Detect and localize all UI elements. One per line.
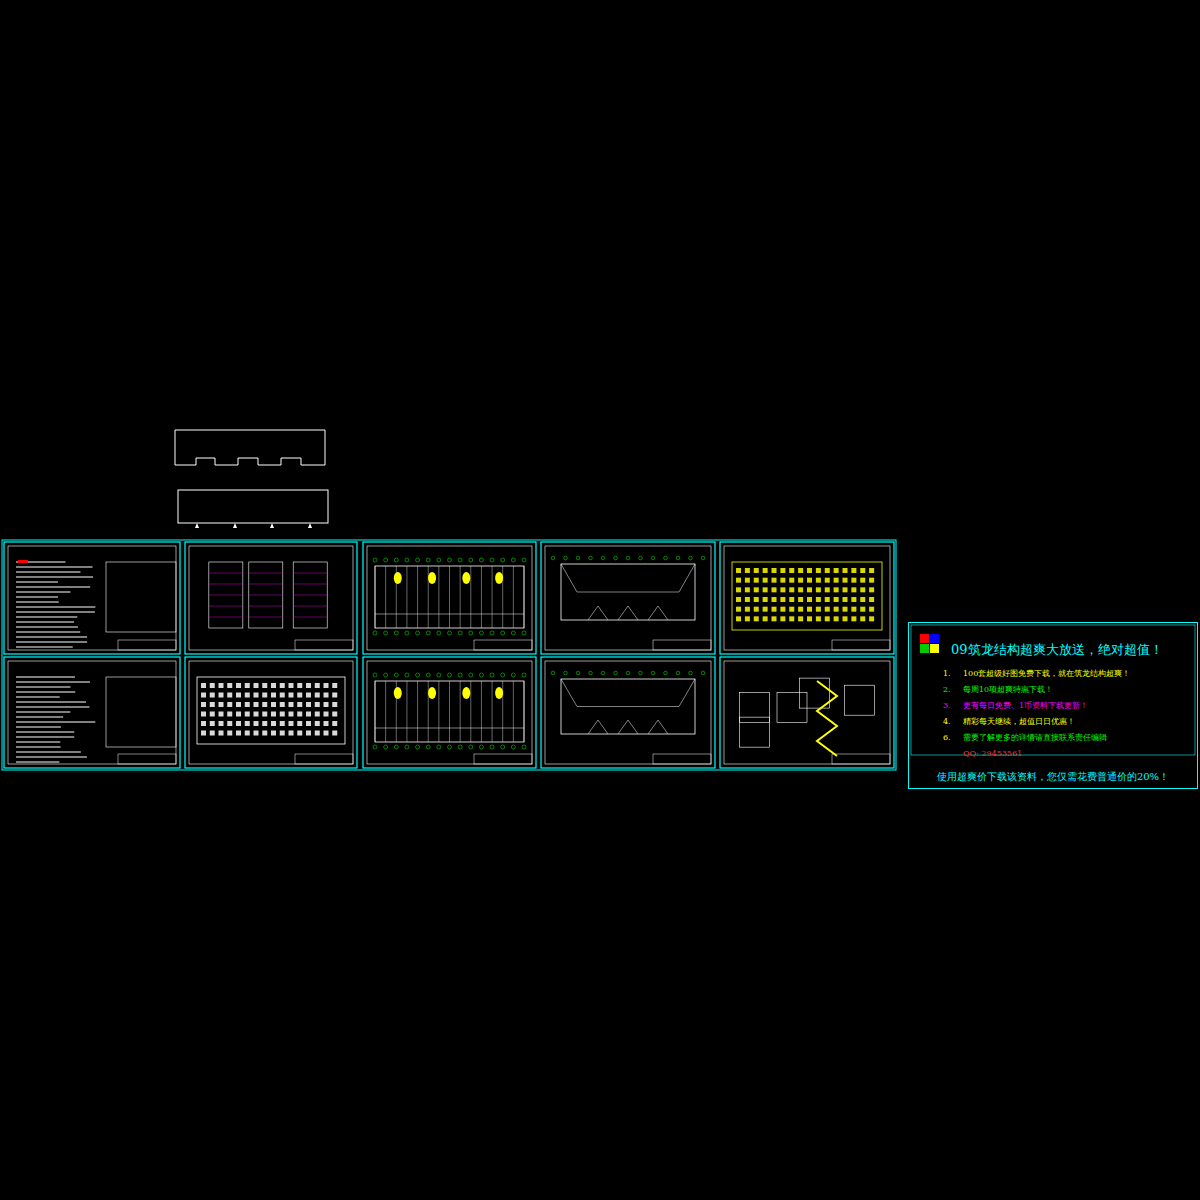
drawing-sheet [720, 657, 894, 768]
drawing-sheet [720, 542, 894, 654]
item-text: 100套超级好图免费下载，就在筑龙结构超爽！ [963, 668, 1130, 679]
axis-mark [195, 523, 199, 528]
ad-inner-border [911, 625, 1195, 755]
item-text: 需要了解更多的详情请直接联系责任编辑 [963, 732, 1107, 743]
panel-title: 09筑龙结构超爽大放送，绝对超值！ [951, 641, 1163, 659]
contact-qq: QQ: 29453561 [963, 748, 1022, 759]
item-number: 1. [943, 668, 963, 679]
item-text: 精彩每天继续，超值日日优惠！ [963, 716, 1075, 727]
axis-mark [233, 523, 237, 528]
axis-mark [308, 523, 312, 528]
item-text: 每周10项超爽特惠下载！ [963, 684, 1053, 695]
outer-frame [2, 540, 896, 770]
logo-icon [920, 634, 939, 653]
item-number: 3. [943, 700, 963, 711]
item-text: 更有每日免费、1币资料下载更新！ [963, 700, 1088, 711]
item-number: 4. [943, 716, 963, 727]
promo-panel: 09筑龙结构超爽大放送，绝对超值！ 1.100套超级好图免费下载，就在筑龙结构超爽… [908, 622, 1198, 789]
roof-outline [175, 430, 325, 465]
drawing-sheet [541, 657, 715, 768]
drawing-sheet [185, 542, 357, 654]
item-number: 2. [943, 684, 963, 695]
drawing-sheet [4, 657, 180, 768]
base-outline [178, 490, 328, 523]
drawing-sheet [185, 657, 357, 768]
axis-mark [270, 523, 274, 528]
drawing-sheet [363, 657, 536, 768]
drawing-sheet [4, 542, 180, 654]
panel-footer: 使用超爽价下载该资料，您仅需花费普通价的20%！ [937, 770, 1169, 784]
item-number: 6. [943, 732, 963, 743]
drawing-sheet [363, 542, 536, 654]
drawing-sheet [541, 542, 715, 654]
